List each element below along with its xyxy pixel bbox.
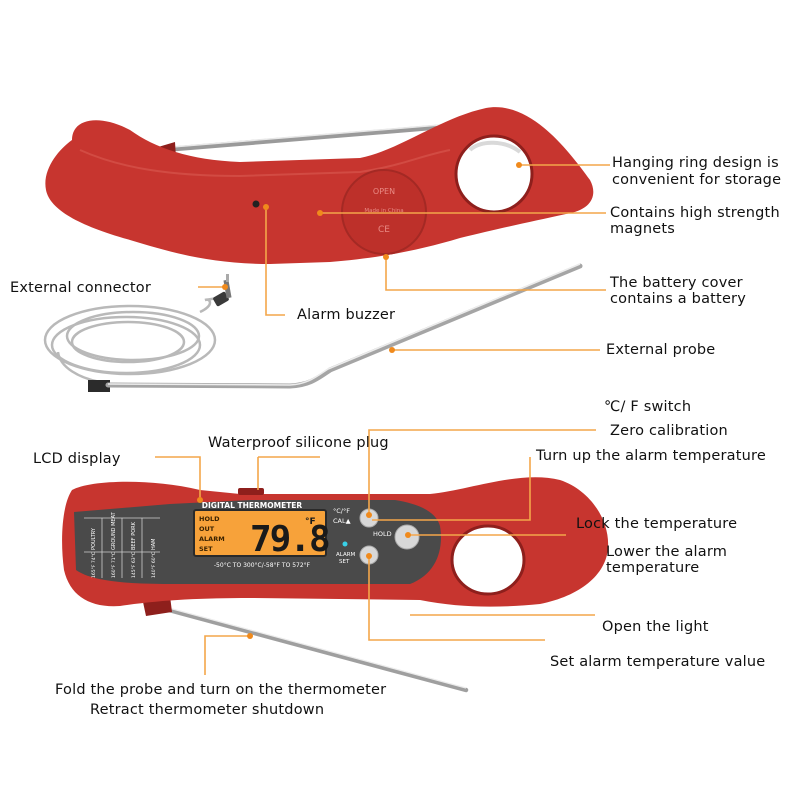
- alarm-label: ALARM: [336, 552, 356, 558]
- label-alarm-up: Turn up the alarm temperature: [535, 448, 766, 464]
- food-ham: HAM: [151, 539, 157, 551]
- label-alarm-down-2: temperature: [606, 560, 699, 576]
- temp-beef-pork: 145°F 63°C: [131, 552, 137, 578]
- thermometer-body-back: [45, 107, 594, 264]
- temp-ground-meat: 160°F 71°C: [111, 552, 117, 578]
- label-hanging-ring-1: Hanging ring design is: [612, 155, 779, 171]
- label-fold-probe-1: Fold the probe and turn on the thermomet…: [55, 682, 386, 698]
- label-lock-temp: Lock the temperature: [576, 516, 737, 532]
- label-waterproof-plug: Waterproof silicone plug: [208, 435, 389, 451]
- label-light: Open the light: [602, 619, 709, 635]
- cover-made-text: Made in China: [364, 208, 403, 214]
- callout-leaders: [155, 162, 610, 675]
- label-hanging-ring-2: convenient for storage: [612, 172, 781, 188]
- lcd-temperature-value: 79.8: [250, 519, 329, 560]
- label-set-alarm: Set alarm temperature value: [550, 654, 765, 670]
- panel-title: DIGITAL THERMOMETER: [202, 501, 303, 510]
- thermometer-back-view: OPEN Made in China CE: [45, 107, 594, 264]
- lcd-unit: °F: [305, 517, 316, 527]
- food-poultry: POULTRY: [91, 527, 97, 550]
- waterproof-plug: [238, 488, 264, 495]
- light-indicator: [342, 541, 348, 547]
- lcd-mode-hold: HOLD: [199, 515, 220, 523]
- temp-ham: 140°F 60°C: [151, 552, 157, 578]
- label-external-probe: External probe: [606, 342, 715, 358]
- label-battery-2: contains a battery: [610, 291, 746, 307]
- label-battery-1: The battery cover: [609, 275, 743, 291]
- label-fold-probe-2: Retract thermometer shutdown: [90, 702, 324, 718]
- set-label: SET: [339, 559, 350, 565]
- thermometer-front-view: DIGITAL THERMOMETER HOLD OUT ALARM SET 7…: [62, 477, 609, 693]
- probe-handle: [88, 380, 110, 392]
- food-beef-pork: BEEF PORK: [131, 521, 137, 550]
- food-temperature-chart: [84, 517, 160, 578]
- folded-probe-bottom: [151, 603, 469, 693]
- cover-ce-text: CE: [378, 225, 390, 235]
- lcd-mode-set: SET: [199, 545, 213, 553]
- temp-poultry: 165°F 74°C: [91, 552, 97, 578]
- lcd-mode-out: OUT: [199, 525, 215, 533]
- external-probe-assembly: [43, 263, 583, 392]
- label-cf-switch: ℃/ F switch: [604, 399, 691, 415]
- label-zero-calibration: Zero calibration: [610, 423, 728, 439]
- cf-cal-label-top: °C/°F: [333, 507, 350, 515]
- food-ground-meat: GROUND MEAT: [111, 511, 117, 550]
- folded-probe-rod: [157, 123, 455, 153]
- label-alarm-buzzer: Alarm buzzer: [297, 307, 395, 323]
- battery-cover: [341, 169, 427, 255]
- cal-label: CAL▲: [333, 517, 351, 525]
- buzzer-hole: [252, 200, 260, 208]
- callout-labels: Hanging ring design is convenient for st…: [10, 155, 781, 718]
- probe-rod: [105, 263, 583, 389]
- coiled-cable: [43, 298, 217, 384]
- lcd-mode-labels: HOLD OUT ALARM SET: [199, 515, 225, 553]
- cover-open-text: OPEN: [373, 187, 395, 196]
- label-magnets-1: Contains high strength: [610, 205, 780, 221]
- label-lcd-display: LCD display: [33, 451, 121, 467]
- lcd-mode-alarm: ALARM: [199, 535, 225, 543]
- label-magnets-2: magnets: [610, 221, 675, 237]
- range-text: -50°C TO 300°C/-58°F TO 572°F: [214, 562, 311, 569]
- label-alarm-down-1: Lower the alarm: [606, 544, 727, 560]
- hold-label: HOLD: [373, 530, 392, 538]
- lcd-screen: [193, 509, 327, 557]
- hanging-ring-hole: [454, 134, 534, 214]
- label-external-connector: External connector: [10, 280, 151, 296]
- hanging-ring-hole-front: [450, 524, 526, 596]
